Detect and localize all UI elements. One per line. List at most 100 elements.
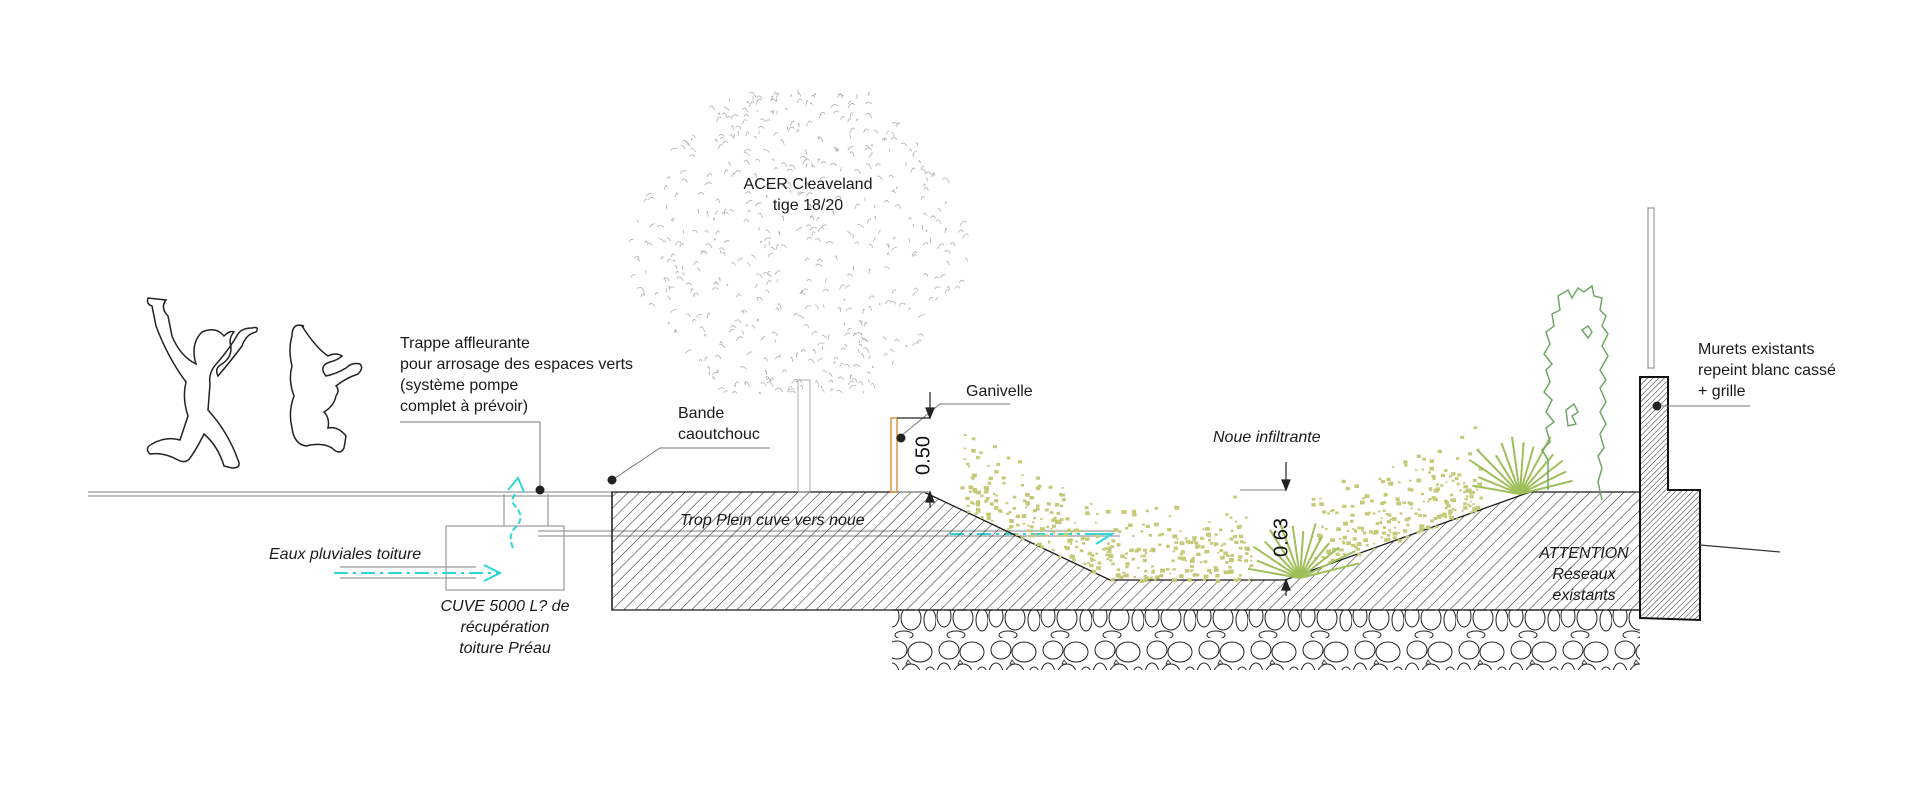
vegetation-leaf bbox=[1411, 508, 1413, 510]
vegetation-leaf bbox=[1234, 541, 1238, 544]
tree-canopy-stroke bbox=[876, 164, 881, 166]
attention-label: ATTENTION Réseaux existants bbox=[1524, 543, 1644, 606]
vegetation-leaf bbox=[1144, 560, 1147, 563]
tree-canopy-stroke bbox=[759, 392, 760, 394]
tree-canopy-stroke bbox=[707, 211, 709, 216]
tree-canopy-stroke bbox=[805, 306, 811, 309]
vegetation-leaf bbox=[1233, 579, 1236, 581]
vegetation-leaf bbox=[1072, 530, 1074, 532]
vegetation-leaf bbox=[1380, 521, 1382, 523]
tree-canopy-stroke bbox=[924, 187, 928, 190]
vegetation-leaf bbox=[1456, 478, 1458, 480]
tree-canopy-stroke bbox=[716, 355, 722, 359]
tree-canopy-stroke bbox=[827, 242, 833, 244]
vegetation-leaf bbox=[1354, 484, 1359, 488]
tree-canopy-stroke bbox=[744, 114, 749, 116]
vegetation-leaf bbox=[1109, 559, 1112, 561]
tree-canopy-stroke bbox=[782, 370, 787, 372]
vegetation-leaf bbox=[1007, 457, 1011, 460]
vegetation-leaf bbox=[967, 505, 970, 507]
vegetation-leaf bbox=[1330, 538, 1335, 542]
tree-canopy-stroke bbox=[764, 358, 768, 362]
tree-canopy-stroke bbox=[818, 227, 824, 232]
vegetation-leaf bbox=[1230, 517, 1233, 519]
vegetation-leaf bbox=[1365, 494, 1370, 498]
tree-canopy-stroke bbox=[751, 255, 755, 258]
vegetation-leaf bbox=[1214, 542, 1218, 545]
vegetation-leaf bbox=[1186, 540, 1190, 543]
tree-canopy-stroke bbox=[752, 326, 755, 329]
vegetation-leaf bbox=[1140, 530, 1143, 532]
tree-canopy-stroke bbox=[875, 216, 876, 220]
vegetation-leaf bbox=[1060, 505, 1063, 508]
tree-canopy-stroke bbox=[700, 327, 705, 332]
vegetation-leaf bbox=[1422, 469, 1425, 471]
vegetation-leaf bbox=[1319, 498, 1321, 500]
vegetation-leaf bbox=[1387, 520, 1391, 523]
vegetation-leaf bbox=[1058, 555, 1061, 558]
tree-canopy-stroke bbox=[768, 253, 773, 256]
vegetation-leaf bbox=[987, 465, 989, 467]
vegetation-leaf bbox=[1457, 483, 1460, 486]
vegetation-leaf bbox=[1250, 564, 1253, 567]
tree-canopy-stroke bbox=[777, 279, 778, 282]
tree-canopy-stroke bbox=[629, 239, 634, 242]
tree-canopy-stroke bbox=[921, 169, 926, 174]
tree-canopy-stroke bbox=[785, 108, 788, 110]
vegetation-leaf bbox=[1087, 562, 1090, 564]
tree-canopy-stroke bbox=[657, 225, 664, 227]
vegetation-leaf bbox=[1030, 525, 1034, 528]
tree-canopy-stroke bbox=[892, 122, 897, 124]
tree-canopy-stroke bbox=[774, 132, 778, 135]
tree-canopy-stroke bbox=[758, 126, 764, 129]
vegetation-leaf bbox=[1209, 572, 1212, 574]
vegetation-leaf bbox=[1151, 549, 1155, 552]
vegetation-leaf bbox=[1388, 482, 1393, 486]
tree-canopy-stroke bbox=[766, 376, 769, 378]
vegetation-leaf bbox=[985, 486, 990, 490]
vegetation-leaf bbox=[1045, 534, 1048, 536]
tree-canopy-stroke bbox=[914, 288, 918, 292]
tree-canopy-stroke bbox=[869, 269, 870, 274]
tree-canopy-stroke bbox=[950, 243, 955, 246]
vegetation-leaf bbox=[994, 499, 998, 503]
tree-canopy-stroke bbox=[772, 159, 775, 162]
tree-canopy-stroke bbox=[760, 241, 762, 243]
vegetation-leaf bbox=[994, 506, 998, 510]
murets-label-line-2: repeint blanc cassé bbox=[1698, 360, 1836, 381]
tree-canopy-stroke bbox=[694, 295, 695, 297]
vegetation-leaf bbox=[1387, 514, 1391, 517]
tree-canopy-stroke bbox=[672, 218, 675, 220]
vegetation-leaf bbox=[1071, 554, 1073, 556]
tree-canopy-stroke bbox=[922, 225, 923, 230]
tree-canopy-stroke bbox=[775, 340, 776, 343]
tree-canopy-stroke bbox=[923, 243, 928, 246]
vegetation-leaf bbox=[1052, 525, 1056, 528]
vegetation-leaf bbox=[1386, 538, 1391, 542]
tree-canopy-stroke bbox=[834, 361, 836, 364]
vegetation-leaf bbox=[1390, 518, 1392, 520]
tree-canopy-stroke bbox=[744, 220, 749, 222]
tree-canopy-stroke bbox=[814, 93, 815, 97]
vegetation-leaf bbox=[1470, 511, 1473, 513]
tree-canopy-stroke bbox=[743, 120, 747, 124]
tree-canopy-stroke bbox=[668, 296, 670, 300]
vegetation-leaf bbox=[1006, 513, 1009, 515]
vegetation-leaf bbox=[1229, 570, 1234, 574]
vegetation-leaf bbox=[1013, 496, 1016, 499]
vegetation-leaf bbox=[984, 490, 989, 494]
vegetation-leaf bbox=[1060, 518, 1064, 521]
vegetation-leaf bbox=[1423, 501, 1425, 503]
vegetation-leaf bbox=[985, 499, 989, 502]
tree-canopy-stroke bbox=[924, 184, 925, 187]
tree-canopy-stroke bbox=[664, 278, 670, 281]
vegetation-leaf bbox=[1031, 534, 1035, 537]
tree-canopy-stroke bbox=[771, 247, 775, 250]
vegetation-leaf bbox=[1224, 571, 1229, 575]
tree-canopy-stroke bbox=[857, 225, 864, 228]
vegetation-leaf bbox=[1370, 499, 1374, 502]
vegetation-leaf bbox=[1409, 480, 1412, 482]
vegetation-leaf bbox=[1463, 491, 1466, 494]
tree-canopy-stroke bbox=[781, 163, 787, 167]
vegetation-leaf bbox=[1429, 487, 1433, 490]
